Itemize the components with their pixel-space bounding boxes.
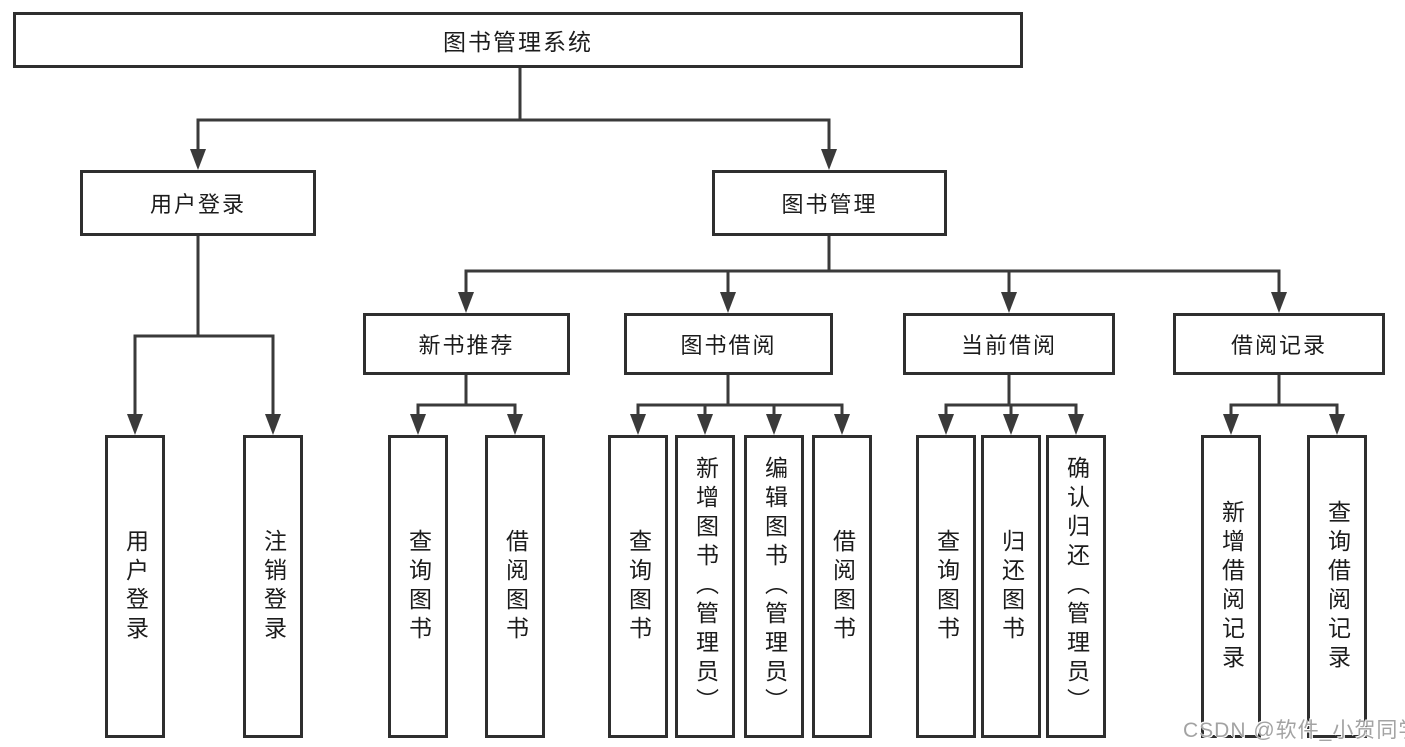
leaf-query-books-recommend-label: 查询图书 [405,528,432,645]
leaf-confirm-return-admin: 确认归还（管理员） [1046,435,1106,738]
leaf-add-books-admin: 新增图书（管理员） [675,435,735,738]
leaf-return-books-label: 归还图书 [998,528,1025,645]
leaf-user-login-label: 用户登录 [122,528,149,645]
node-borrowing-records-label: 借阅记录 [1230,333,1327,358]
node-user-login-label: 用户登录 [149,192,246,217]
node-new-book-recommend-label: 新书推荐 [418,333,515,358]
node-borrowing-records: 借阅记录 [1173,313,1385,375]
leaf-return-books: 归还图书 [981,435,1041,738]
leaf-query-books-current: 查询图书 [916,435,976,738]
node-book-management: 图书管理 [712,170,947,236]
node-current-borrowing-label: 当前借阅 [960,333,1057,358]
node-book-borrowing: 图书借阅 [624,313,833,375]
leaf-query-books-borrowing: 查询图书 [608,435,668,738]
leaf-logout: 注销登录 [243,435,303,738]
leaf-edit-books-admin-label: 编辑图书（管理员） [761,456,788,717]
node-new-book-recommend: 新书推荐 [363,313,570,375]
leaf-query-books-recommend: 查询图书 [388,435,448,738]
csdn-watermark: CSDN @软件_小贺同学 [1183,719,1405,742]
leaf-borrow-books-recommend-label: 借阅图书 [502,528,529,645]
leaf-borrow-books-label: 借阅图书 [829,528,856,645]
leaf-add-borrow-record: 新增借阅记录 [1201,435,1261,738]
node-root: 图书管理系统 [13,12,1023,68]
node-book-borrowing-label: 图书借阅 [680,333,777,358]
leaf-borrow-books: 借阅图书 [812,435,872,738]
leaf-query-borrow-record: 查询借阅记录 [1307,435,1367,738]
node-user-login: 用户登录 [80,170,316,236]
leaf-user-login: 用户登录 [105,435,165,738]
leaf-logout-label: 注销登录 [260,528,287,645]
leaf-borrow-books-recommend: 借阅图书 [485,435,545,738]
node-current-borrowing: 当前借阅 [903,313,1115,375]
leaf-add-borrow-record-label: 新增借阅记录 [1218,499,1245,674]
leaf-query-books-borrowing-label: 查询图书 [625,528,652,645]
leaf-query-borrow-record-label: 查询借阅记录 [1324,499,1351,674]
node-root-label: 图书管理系统 [443,29,593,55]
leaf-query-books-current-label: 查询图书 [933,528,960,645]
node-book-management-label: 图书管理 [781,192,878,217]
leaf-add-books-admin-label: 新增图书（管理员） [692,456,719,717]
leaf-edit-books-admin: 编辑图书（管理员） [744,435,804,738]
leaf-confirm-return-admin-label: 确认归还（管理员） [1063,456,1090,717]
